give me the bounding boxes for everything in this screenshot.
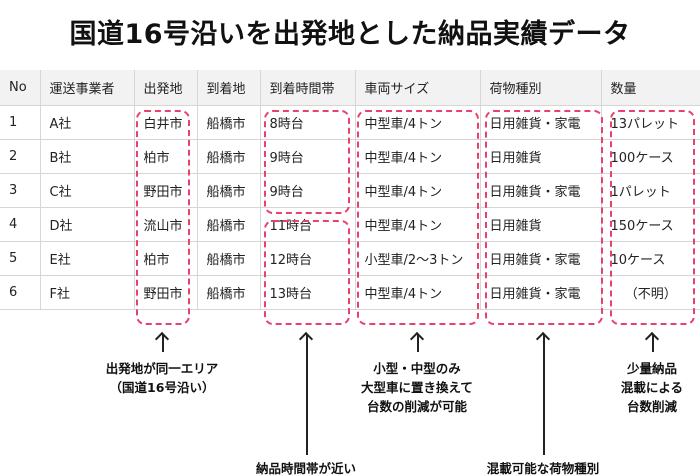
note-quantity-line1: 少量納品 [626,361,677,376]
cell-carrier: E社 [40,241,135,276]
cell-origin: 流山市 [134,207,198,242]
arrow-up-icon [652,335,654,352]
cell-no: 2 [0,139,41,174]
note-quantity-line3: 台数削減 [626,399,677,414]
header-no: No [0,70,41,106]
note-vehicle: 小型・中型のみ 大型車に置き換えて 台数の削減が可能 [337,359,497,416]
cell-quantity: 1パレット [601,173,700,208]
cell-no: 5 [0,241,41,276]
arrow-up-icon [417,335,419,352]
cell-origin: 白井市 [134,105,198,140]
cell-destination: 船橋市 [197,207,261,242]
table-header-row: No 運送事業者 出発地 到着地 到着時間帯 車両サイズ 荷物種別 数量 [0,70,700,106]
note-time: 納品時間帯が近い [236,462,376,475]
cell-vehicle-size: 中型車/4トン [355,207,481,242]
cell-destination: 船橋市 [197,275,261,310]
cell-cargo-type: 日用雑貨・家電 [480,241,602,276]
arrow-up-icon [543,335,545,455]
table-row: 3 C社 野田市 船橋市 9時台 中型車/4トン 日用雑貨・家電 1パレット [0,173,700,208]
cell-origin: 野田市 [134,275,198,310]
header-arrival-time: 到着時間帯 [260,70,356,106]
table-row: 2 B社 柏市 船橋市 9時台 中型車/4トン 日用雑貨 100ケース [0,139,700,174]
cell-origin: 野田市 [134,173,198,208]
cell-destination: 船橋市 [197,139,261,174]
header-destination: 到着地 [197,70,261,106]
cell-origin: 柏市 [134,139,198,174]
note-quantity-line2: 混載による [620,380,684,395]
note-time-text: 納品時間帯が近い [255,461,356,475]
cell-cargo-type: 日用雑貨・家電 [480,105,602,140]
cell-cargo-type: 日用雑貨 [480,207,602,242]
cell-cargo-type: 日用雑貨・家電 [480,173,602,208]
cell-cargo-type: 日用雑貨 [480,139,602,174]
cell-arrival-time: 13時台 [260,275,356,310]
header-origin: 出発地 [134,70,198,106]
cell-vehicle-size: 中型車/4トン [355,173,481,208]
cell-no: 3 [0,173,41,208]
delivery-table: No 運送事業者 出発地 到着地 到着時間帯 車両サイズ 荷物種別 数量 1 A… [0,70,700,310]
header-quantity: 数量 [601,70,700,106]
cell-vehicle-size: 中型車/4トン [355,139,481,174]
cell-destination: 船橋市 [197,241,261,276]
note-vehicle-line2: 大型車に置き換えて [361,380,473,395]
note-vehicle-line1: 小型・中型のみ [373,361,461,376]
cell-quantity: 150ケース [601,207,700,242]
cell-vehicle-size: 中型車/4トン [355,275,481,310]
note-origin-line1: 出発地が同一エリア [105,361,219,376]
cell-arrival-time: 9時台 [260,139,356,174]
cell-carrier: C社 [40,173,135,208]
cell-carrier: F社 [40,275,135,310]
note-cargo: 混載可能な荷物種別 [463,462,623,475]
table-row: 4 D社 流山市 船橋市 11時台 中型車/4トン 日用雑貨 150ケース [0,207,700,242]
page-title: 国道16号沿いを出発地とした納品実績データ [69,19,631,50]
header-cargo-type: 荷物種別 [480,70,602,106]
cell-cargo-type: 日用雑貨・家電 [480,275,602,310]
table-row: 6 F社 野田市 船橋市 13時台 中型車/4トン 日用雑貨・家電 （不明） [0,275,700,310]
header-vehicle-size: 車両サイズ [355,70,481,106]
cell-origin: 柏市 [134,241,198,276]
cell-destination: 船橋市 [197,173,261,208]
cell-arrival-time: 9時台 [260,173,356,208]
cell-destination: 船橋市 [197,105,261,140]
note-vehicle-line3: 台数の削減が可能 [366,399,467,414]
cell-quantity: 10ケース [601,241,700,276]
note-cargo-text: 混載可能な荷物種別 [486,461,600,475]
table-row: 5 E社 柏市 船橋市 12時台 小型車/2〜3トン 日用雑貨・家電 10ケース [0,241,700,276]
cell-no: 6 [0,275,41,310]
note-quantity: 少量納品 混載による 台数削減 [597,359,700,416]
cell-quantity: 100ケース [601,139,700,174]
arrow-up-icon [162,335,164,352]
cell-quantity: 13パレット [601,105,700,140]
cell-vehicle-size: 中型車/4トン [355,105,481,140]
cell-quantity: （不明） [601,275,700,310]
cell-no: 4 [0,207,41,242]
cell-carrier: D社 [40,207,135,242]
note-origin: 出発地が同一エリア （国道16号沿い） [82,359,242,397]
cell-arrival-time: 8時台 [260,105,356,140]
cell-carrier: B社 [40,139,135,174]
note-origin-line2: （国道16号沿い） [109,380,215,395]
table-row: 1 A社 白井市 船橋市 8時台 中型車/4トン 日用雑貨・家電 13パレット [0,105,700,140]
cell-vehicle-size: 小型車/2〜3トン [355,241,481,276]
cell-carrier: A社 [40,105,135,140]
header-carrier: 運送事業者 [40,70,135,106]
cell-arrival-time: 11時台 [260,207,356,242]
cell-no: 1 [0,105,41,140]
arrow-up-icon [306,335,308,455]
cell-arrival-time: 12時台 [260,241,356,276]
